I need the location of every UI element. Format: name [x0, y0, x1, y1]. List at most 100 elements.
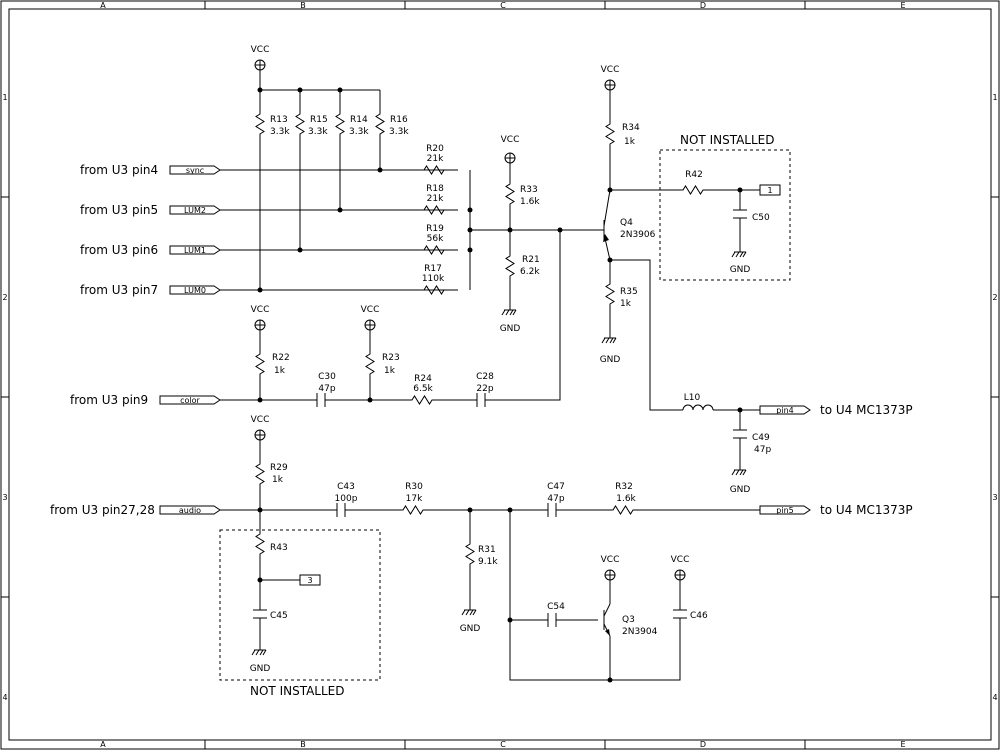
gnd-symbol: GND	[460, 609, 480, 634]
resistor-r24-value: 6.5k	[413, 384, 433, 394]
transistor-q4-ref: Q4	[620, 218, 633, 228]
capacitor-c47-ref: C47	[547, 482, 565, 492]
capacitor-c45-ref: C45	[270, 611, 288, 621]
svg-text:LUM1: LUM1	[184, 246, 206, 255]
resistor-r19-ref: R19	[426, 224, 444, 234]
resistor-r34-value: 1k	[624, 137, 636, 147]
svg-text:GND: GND	[500, 324, 521, 334]
resistor-r29: R29 1k	[255, 459, 288, 491]
junction-dots	[257, 87, 743, 683]
resistor-r18-value: 21k	[427, 194, 444, 204]
svg-text:VCC: VCC	[671, 555, 690, 565]
resistor-r31-ref: R31	[478, 545, 496, 555]
capacitor-c43: C43 100p	[335, 482, 358, 517]
row-label-right-2: 2	[992, 293, 997, 302]
port-flag-sync: sync	[169, 165, 221, 175]
svg-text:GND: GND	[730, 265, 751, 275]
resistor-r35-ref: R35	[620, 287, 638, 297]
vcc-symbol: VCC	[601, 65, 620, 91]
resistor-r42-ref: R42	[685, 170, 703, 180]
junction-dot	[467, 247, 473, 253]
svg-text:3: 3	[307, 576, 312, 585]
resistor-r22-value: 1k	[274, 366, 286, 376]
capacitor-c54-ref: C54	[547, 602, 565, 612]
junction-dot	[257, 507, 263, 513]
capacitor-c47: C47 47p	[547, 482, 565, 517]
svg-text:VCC: VCC	[361, 305, 380, 315]
transistor-q4-value: 2N3906	[620, 230, 656, 240]
gnd-symbol: GND	[730, 251, 751, 275]
vcc-symbol: VCC	[251, 305, 269, 331]
resistor-r13-ref: R13	[270, 115, 288, 125]
source-label-sync: from U3 pin4	[80, 163, 158, 177]
row-label-left-3: 3	[2, 493, 7, 502]
resistor-r31-value: 9.1k	[478, 557, 498, 567]
resistor-r15: R15 3.3k	[295, 109, 328, 141]
resistor-r35-value: 1k	[620, 299, 632, 309]
svg-text:VCC: VCC	[501, 135, 520, 145]
inductor-l10-ref: L10	[684, 393, 701, 403]
svg-text:audio: audio	[179, 506, 201, 515]
junction-dot	[297, 247, 303, 253]
capacitor-c50-ref: C50	[752, 213, 770, 223]
col-label-top-b: B	[300, 1, 306, 10]
svg-text:LUM2: LUM2	[184, 206, 206, 215]
source-label-lum0: from U3 pin7	[80, 283, 158, 297]
resistor-r34-ref: R34	[622, 123, 640, 133]
capacitor-c49-ref: C49	[752, 433, 770, 443]
source-label-color: from U3 pin9	[70, 393, 148, 407]
junction-dot	[737, 187, 743, 193]
destination-label-pin5: to U4 MC1373P	[820, 503, 913, 517]
junction-dot	[467, 227, 473, 233]
col-label-top-c: C	[500, 1, 506, 10]
resistor-r32-ref: R32	[615, 482, 633, 492]
source-label-lum1: from U3 pin6	[80, 243, 158, 257]
row-label-right-1: 1	[992, 93, 997, 102]
resistor-r33-value: 1.6k	[520, 197, 540, 207]
resistor-r22-ref: R22	[272, 353, 290, 363]
resistor-r29-value: 1k	[272, 475, 284, 485]
resistor-r32: R32 1.6k	[608, 482, 640, 515]
port-flag-lum2: LUM2	[169, 205, 221, 215]
resistor-r15-ref: R15	[310, 115, 328, 125]
capacitor-c30-value: 47p	[318, 384, 335, 394]
port-flags: sync LUM2 LUM1 LUM0 color audio pin4 pi	[159, 165, 811, 586]
junction-dot	[507, 507, 513, 513]
junction-dot	[737, 407, 743, 413]
source-label-audio: from U3 pin27,28	[50, 503, 155, 517]
capacitor-c28-value: 22p	[476, 384, 493, 394]
capacitor-c54: C54	[547, 602, 565, 627]
port-flag-audio: audio	[159, 505, 221, 515]
capacitor-c46-ref: C46	[690, 611, 708, 621]
junction-dot	[507, 617, 513, 623]
resistor-r22: R22 1k	[255, 349, 290, 381]
junction-dot	[257, 577, 263, 583]
resistor-r16: R16 3.3k	[375, 109, 409, 141]
resistor-r16-value: 3.3k	[389, 127, 409, 137]
col-label-top-e: E	[900, 1, 905, 10]
svg-text:GND: GND	[730, 485, 751, 495]
row-label-left-2: 2	[2, 293, 7, 302]
svg-text:VCC: VCC	[601, 65, 620, 75]
capacitor-c30: C30 47p	[316, 372, 336, 407]
svg-text:GND: GND	[250, 664, 271, 674]
svg-text:color: color	[180, 396, 200, 405]
junction-dot	[467, 207, 473, 213]
row-label-left-1: 1	[2, 93, 7, 102]
svg-text:GND: GND	[600, 355, 621, 365]
capacitor-c49: C49 47p	[733, 429, 771, 455]
junction-dot	[257, 397, 263, 403]
resistor-r30: R30 17k	[398, 482, 430, 515]
col-label-bottom-c: C	[500, 740, 506, 749]
vcc-symbol: VCC	[251, 415, 269, 441]
col-label-bottom-e: E	[900, 740, 905, 749]
capacitor-c50: C50	[733, 209, 770, 223]
resistor-r34: R34 1k	[605, 119, 640, 151]
transistor-q3-ref: Q3	[622, 615, 635, 625]
resistor-r21-value: 6.2k	[520, 267, 540, 277]
capacitor-c30-ref: C30	[318, 372, 336, 382]
resistor-r21-ref: R21	[522, 255, 540, 265]
